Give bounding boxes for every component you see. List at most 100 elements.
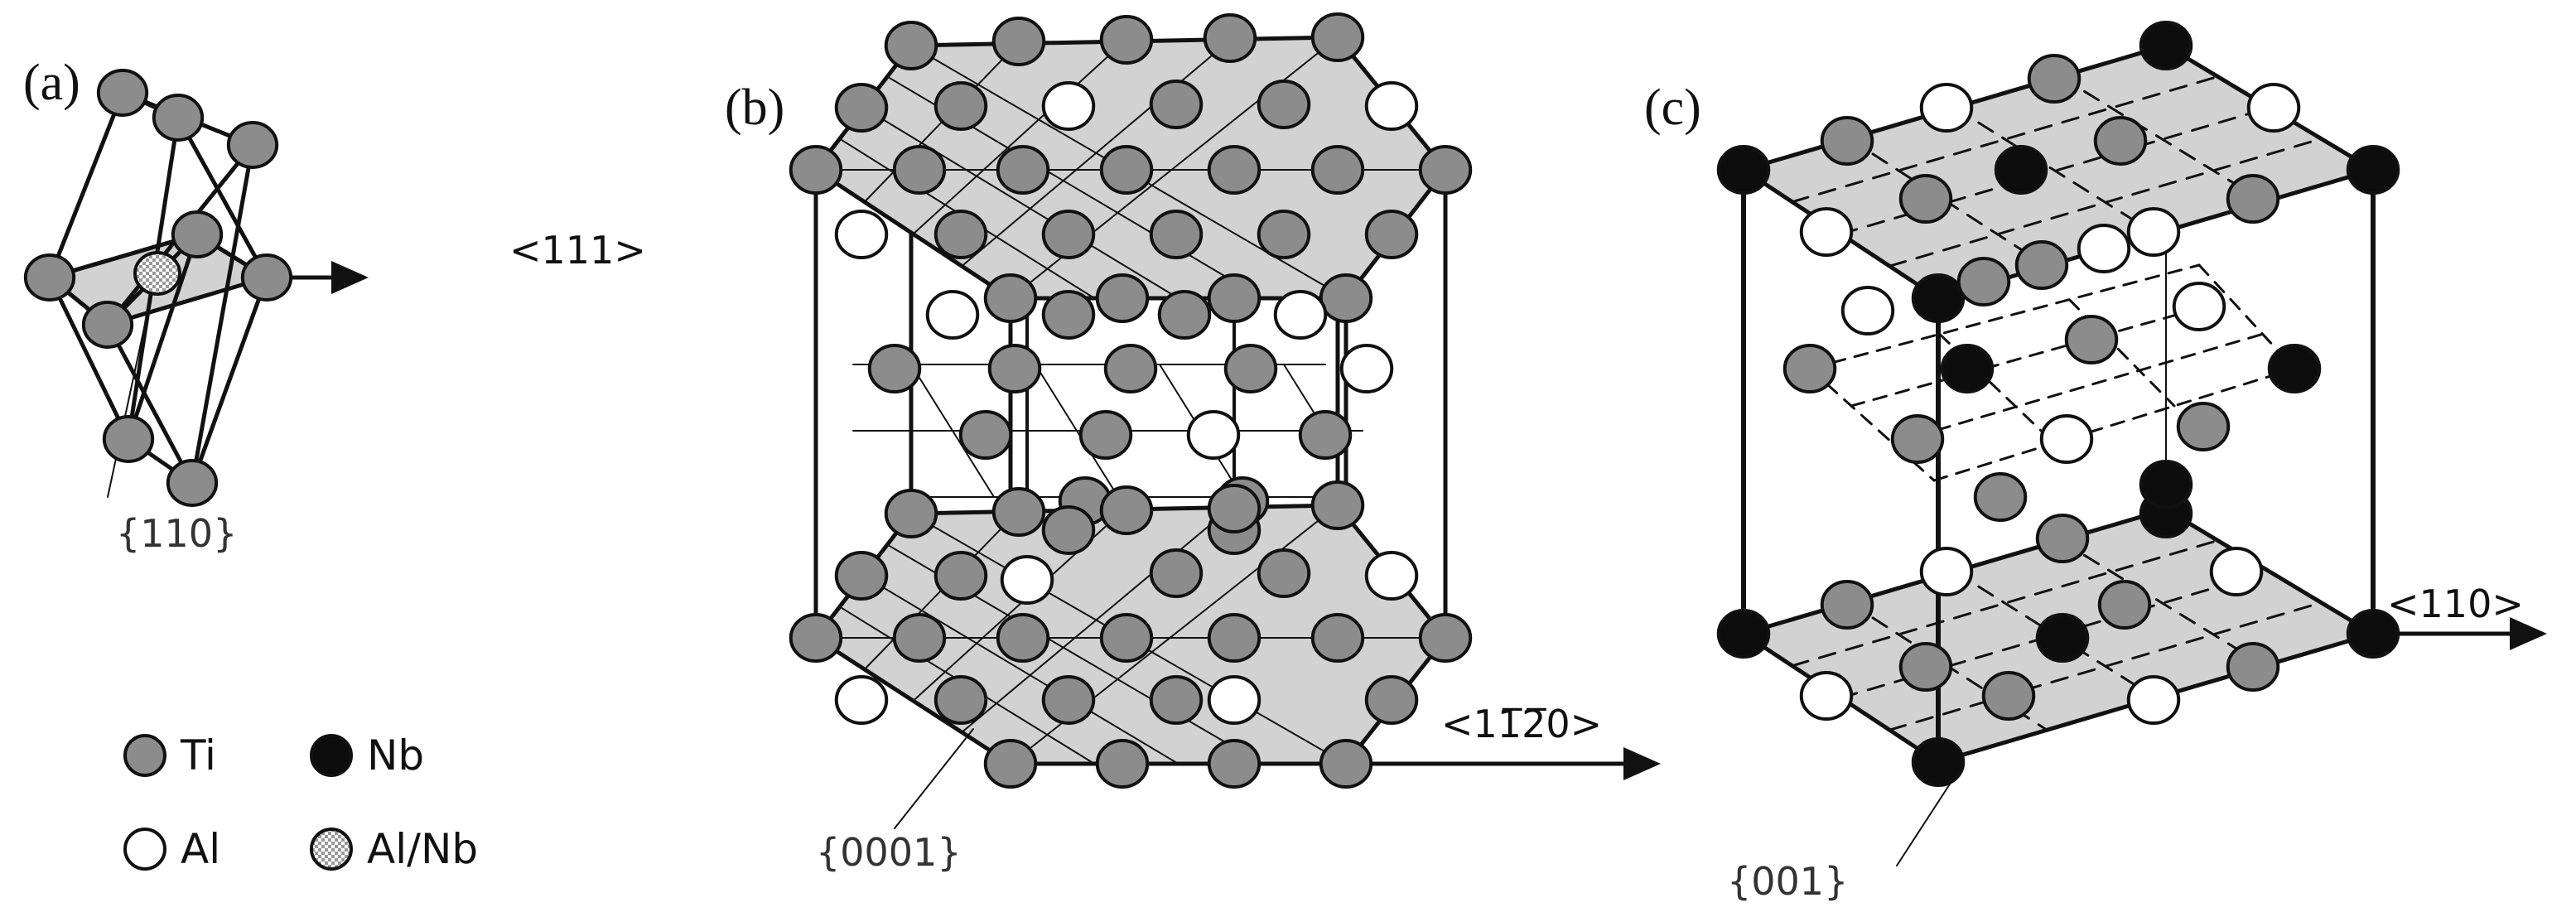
ti-atom <box>1319 739 1373 789</box>
nb-atom <box>1716 609 1771 659</box>
ti-atom <box>1820 116 1874 166</box>
legend-label-al-nb: Al/Nb <box>367 825 478 873</box>
ti-atom <box>933 210 988 259</box>
al-atom <box>1799 671 1854 721</box>
panel-a-structure <box>23 69 369 507</box>
ti-atom <box>1149 80 1204 129</box>
ti-atom <box>1041 675 1096 725</box>
ti-atom <box>1973 472 2028 522</box>
ti-atom <box>2097 580 2152 630</box>
bond-line <box>1953 106 2157 235</box>
ti-atom <box>1782 344 1837 393</box>
ti-atom <box>1310 145 1365 195</box>
nb-atom <box>1911 737 1966 787</box>
legend-item-ti: Ti <box>123 731 216 779</box>
ti-atom <box>226 121 279 169</box>
ti-atom <box>152 94 205 142</box>
bond-line <box>2059 539 2266 668</box>
nb-atom <box>1716 145 1771 195</box>
panel-a-direction-label: <111> <box>509 228 646 273</box>
ti-atom <box>996 145 1050 195</box>
bond-line <box>126 232 200 442</box>
bond-line <box>1932 367 2296 482</box>
ti-atom <box>1898 642 1953 692</box>
bond-line <box>1791 75 2219 204</box>
ti-atom <box>1078 410 1133 460</box>
ti-atom <box>1099 145 1154 195</box>
bond-line <box>105 322 195 485</box>
bond-line <box>1850 298 2232 408</box>
ti-atom <box>1095 739 1150 789</box>
al-atom <box>834 675 889 725</box>
ti-atom <box>1095 273 1150 323</box>
bond-line <box>190 142 255 485</box>
nb-atom <box>1940 344 1995 393</box>
ti-atom <box>884 21 938 70</box>
ti-atom <box>1310 12 1365 62</box>
ti-atom <box>1207 739 1261 789</box>
ti-atom <box>1257 210 1311 259</box>
ti-atom <box>834 83 889 133</box>
ti-atom <box>1207 613 1261 663</box>
ti-atom <box>834 551 889 601</box>
ti-atom <box>1041 505 1096 555</box>
al-atom <box>2039 414 2094 464</box>
ti-atom <box>102 415 155 463</box>
panel-c: (c) <110> {001} <box>1644 21 2547 904</box>
bond-line <box>1791 539 2219 668</box>
ti-atom <box>1310 613 1365 663</box>
ti-atom <box>81 301 134 349</box>
al-atom <box>2209 547 2264 596</box>
nb-atom <box>2346 145 2400 195</box>
panel-a-plane-label: {110} <box>116 511 237 556</box>
al-atom <box>1273 290 1328 340</box>
bond-line <box>862 575 1179 765</box>
panel-c-structure <box>1716 21 2547 866</box>
ti-atom <box>1364 210 1419 259</box>
ti-atom <box>1149 675 1204 725</box>
ti-atom <box>1898 174 1953 224</box>
legend-item-al-nb: Al/Nb <box>310 825 478 873</box>
ti-atom <box>1203 13 1257 63</box>
ti-atom <box>1041 290 1096 340</box>
al-atom <box>1364 81 1419 131</box>
ti-atom <box>996 613 1050 663</box>
al-atom <box>1207 675 1261 725</box>
nb-atom <box>2139 21 2193 70</box>
ti-atom <box>933 551 988 601</box>
legend-item-nb: Nb <box>310 731 424 779</box>
panel-b-direction-label: <11̅2̅0> <box>1441 702 1602 746</box>
nb-atom <box>2035 613 2090 663</box>
ti-atom <box>1041 210 1096 259</box>
al-atom <box>925 290 980 340</box>
nb-atom <box>2267 344 2322 393</box>
ti-atom <box>1099 485 1154 535</box>
ti-atom <box>2035 514 2090 563</box>
bond-line <box>176 115 269 280</box>
ti-atom <box>884 489 938 538</box>
bond-line <box>1888 601 2323 731</box>
ti-atom <box>1319 273 1373 323</box>
ti-atom <box>1257 80 1311 129</box>
plane-leader-line <box>1896 782 1951 866</box>
al-atom <box>2172 282 2226 331</box>
bond-line <box>1891 332 2265 445</box>
al-atom <box>2246 83 2301 133</box>
ti-atom <box>1890 414 1945 464</box>
ti-atom <box>1418 613 1473 663</box>
al-atom <box>1799 207 1854 257</box>
ti-atom <box>1099 15 1154 65</box>
legend-label-al: Al <box>181 825 220 873</box>
al-atom <box>1186 410 1241 460</box>
nb-atom <box>2346 609 2400 659</box>
nb-atom <box>2139 460 2193 509</box>
ti-atom <box>1207 145 1261 195</box>
ti-atom <box>1981 671 2036 721</box>
bond-line <box>1840 570 2271 699</box>
ti-atom <box>240 253 293 302</box>
ti-atom <box>1103 344 1158 393</box>
al-atom <box>2126 675 2181 725</box>
al-atom <box>1840 286 1895 335</box>
bond-line <box>1888 138 2323 268</box>
bond-line <box>910 364 995 498</box>
